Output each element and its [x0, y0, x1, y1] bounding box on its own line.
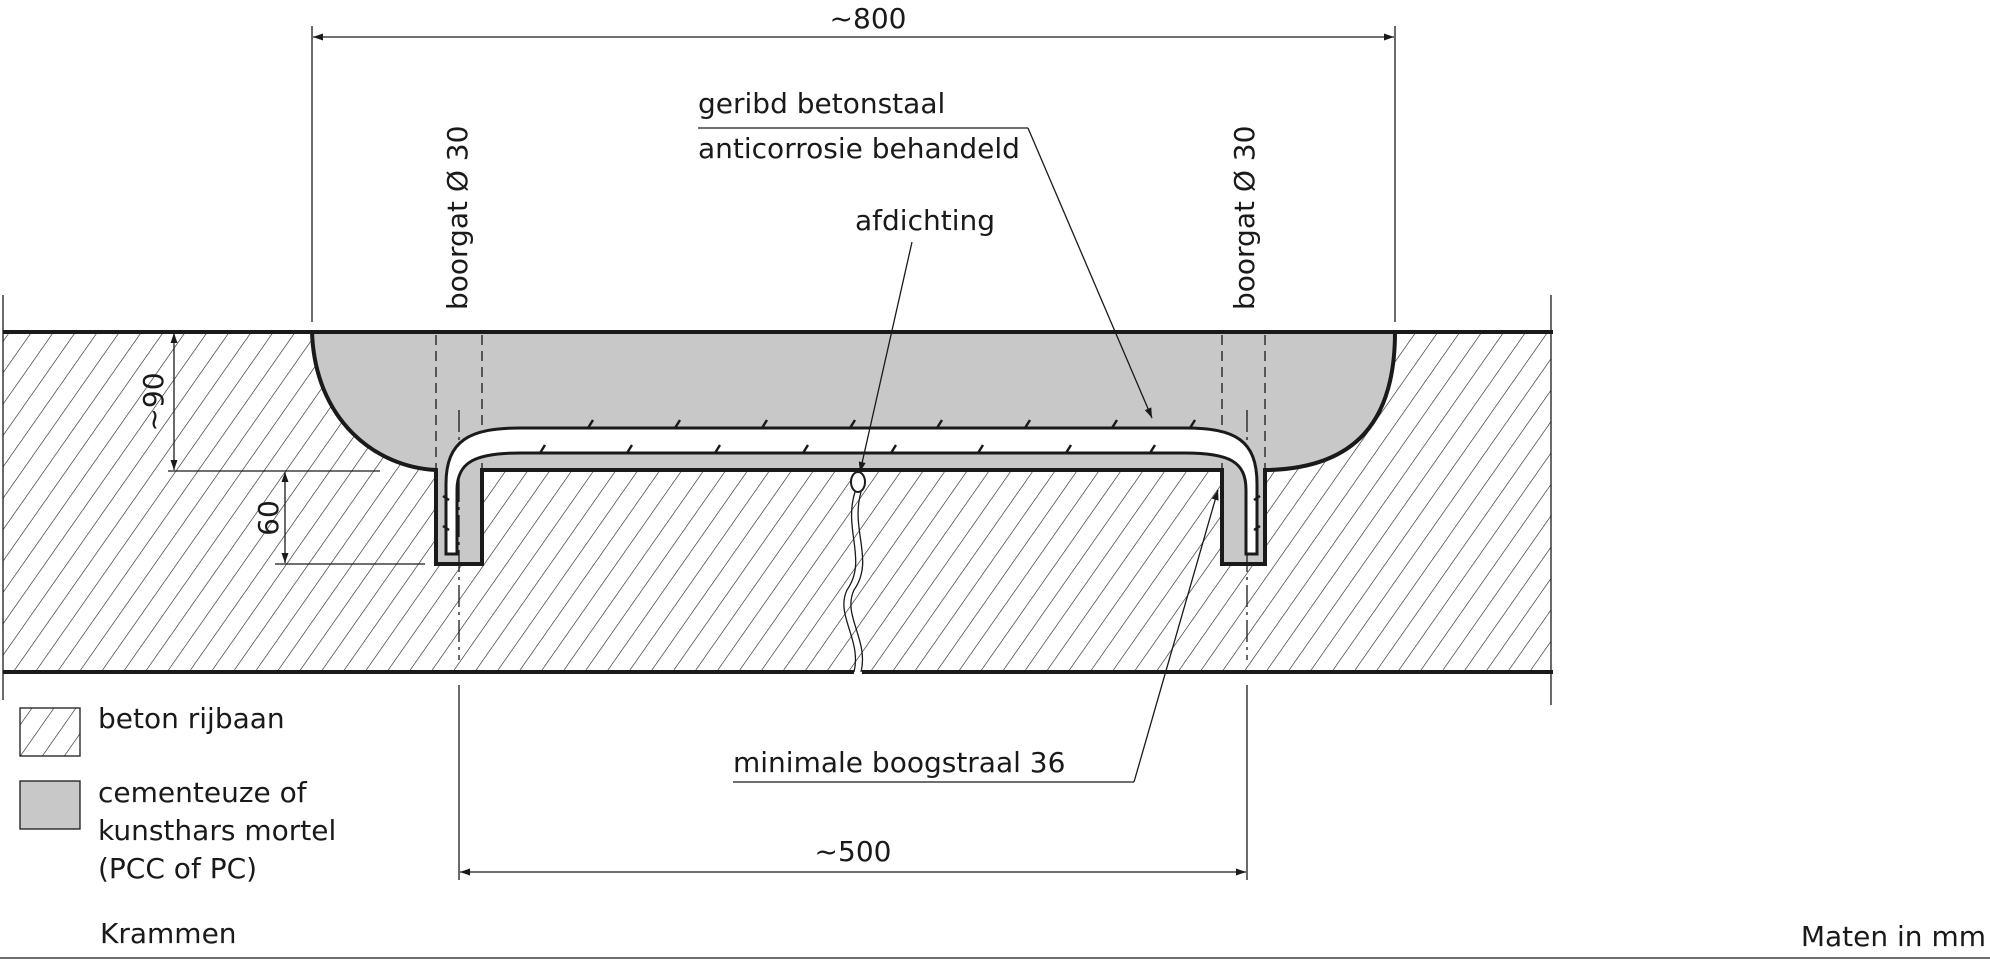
bend-radius-label: minimale boogstraal 36: [733, 746, 1065, 779]
rebar-label-2: anticorrosie behandeld: [698, 132, 1020, 165]
legend-label-concrete: beton rijbaan: [98, 702, 285, 735]
sealant-leader: [858, 241, 913, 473]
legend-label-mortar-1: cementeuze of: [98, 776, 308, 809]
legend-label-mortar-3: (PCC of PC): [98, 852, 257, 885]
bend-radius-leader: [1133, 489, 1219, 783]
dimension-top-width: ~800: [830, 2, 907, 35]
rebar-leader: [1027, 127, 1153, 419]
crack-line-2: [850, 491, 864, 673]
borehole-left-label: boorgat Ø 30: [441, 126, 474, 310]
dimension-bottom-width: ~500: [815, 835, 892, 868]
dimension-depth-total: ~90: [137, 372, 170, 431]
sealant-bead: [850, 471, 866, 493]
borehole-right-label: boorgat Ø 30: [1228, 126, 1261, 310]
dimension-hole-depth: 60: [252, 500, 285, 536]
legend-swatch-mortar: [19, 780, 81, 830]
rebar-label-1: geribd betonstaal: [698, 87, 945, 120]
crack-line: [843, 491, 857, 673]
rebar-ribs: [442, 419, 1261, 532]
staple-rebar: [444, 426, 1259, 556]
legend-label-mortar-2: kunsthars mortel: [98, 814, 336, 847]
units-note: Maten in mm: [1801, 920, 1986, 953]
sealant-label: afdichting: [855, 204, 995, 237]
figure-caption: Krammen: [100, 917, 237, 950]
legend-swatch-concrete: [19, 707, 81, 757]
